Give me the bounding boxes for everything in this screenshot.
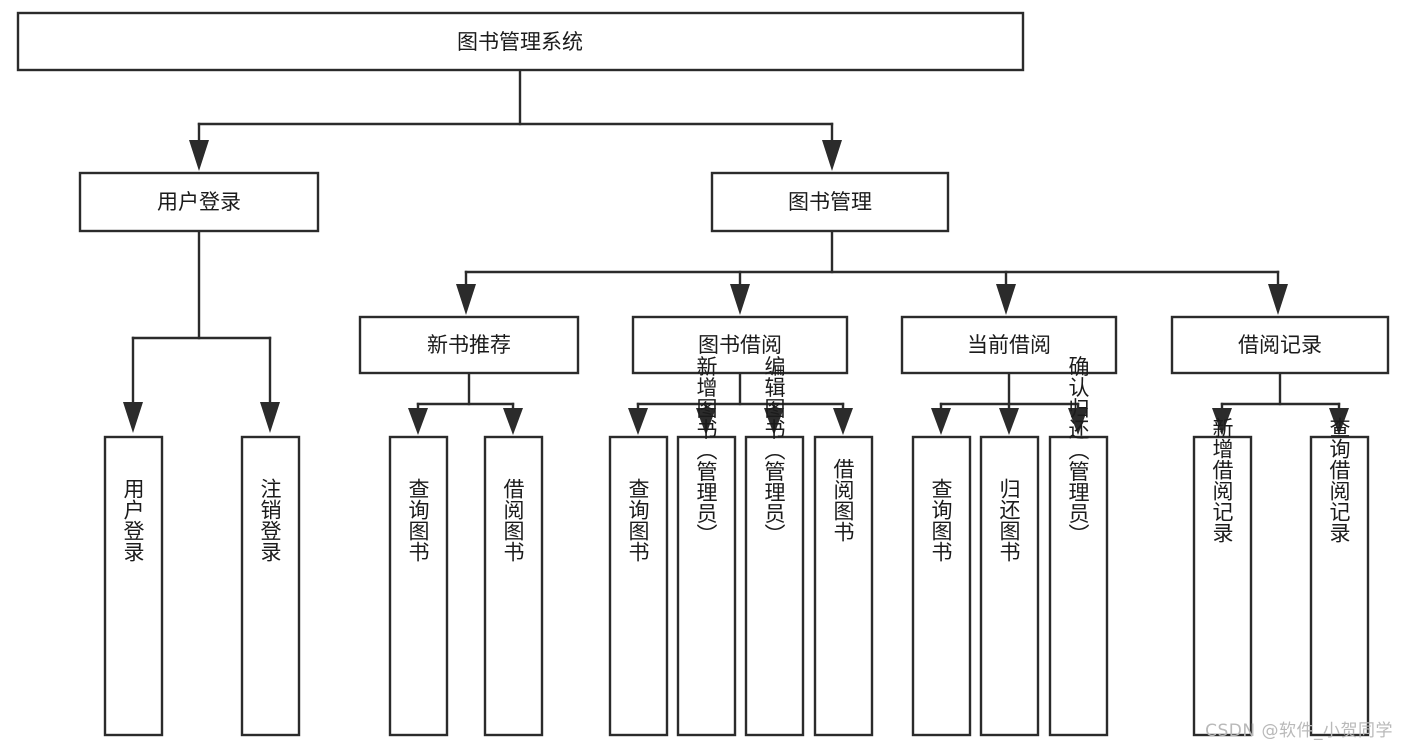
node-new-book-recommend[interactable]: 新书推荐: [358, 315, 580, 375]
arrow-head-icon: [931, 408, 951, 435]
connector-currentborrow-to-leaves: [931, 371, 1088, 435]
node-book-management[interactable]: 图书管理: [710, 171, 950, 233]
node-book-borrow-label: 图书借阅: [698, 333, 782, 357]
node-new-book-recommend-label: 新书推荐: [427, 333, 511, 357]
arrow-head-icon: [408, 408, 428, 435]
arrow-head-icon: [1068, 408, 1088, 435]
leaf-add-record[interactable]: 新增借阅记录: [1192, 417, 1253, 737]
node-borrow-record[interactable]: 借阅记录: [1170, 315, 1390, 375]
leaf-query-book-2[interactable]: 查询图书: [608, 435, 669, 737]
leaf-add-record-label: 新增借阅记录: [1210, 417, 1234, 543]
leaf-borrow-book-2[interactable]: 借阅图书: [813, 435, 874, 737]
arrow-head-icon: [1329, 408, 1349, 435]
arrow-head-icon: [996, 284, 1016, 315]
node-borrow-record-label: 借阅记录: [1238, 333, 1322, 357]
arrow-head-icon: [696, 408, 716, 435]
node-current-borrow[interactable]: 当前借阅: [900, 315, 1118, 375]
leaf-query-record-label: 查询借阅记录: [1327, 417, 1351, 543]
leaf-logout-login[interactable]: 注销登录: [240, 435, 301, 737]
leaf-query-record[interactable]: 查询借阅记录: [1309, 417, 1370, 737]
leaf-query-book-1-label: 查询图书: [406, 478, 430, 562]
connector-borrowrecord-to-leaves: [1212, 371, 1349, 435]
leaf-add-book[interactable]: 新增图书（管理员）: [676, 356, 737, 737]
node-root-system[interactable]: 图书管理系统: [16, 11, 1025, 72]
leaf-confirm-return-label: 确认归还（管理员）: [1066, 356, 1090, 545]
arrow-head-icon: [1212, 408, 1232, 435]
leaf-query-book-3-label: 查询图书: [929, 478, 953, 562]
leaf-confirm-return[interactable]: 确认归还（管理员）: [1048, 356, 1109, 737]
arrow-head-icon: [123, 402, 143, 433]
arrow-head-icon: [628, 408, 648, 435]
arrow-head-icon: [456, 284, 476, 315]
leaf-user-login[interactable]: 用户登录: [103, 435, 164, 737]
arrow-head-icon: [822, 140, 842, 171]
connector-root-to-level2: [189, 68, 842, 171]
arrow-head-icon: [999, 408, 1019, 435]
connector-userlogin-to-leaves: [123, 229, 280, 433]
node-user-login[interactable]: 用户登录: [78, 171, 320, 233]
leaf-add-book-label: 新增图书（管理员）: [694, 356, 718, 545]
arrow-head-icon: [260, 402, 280, 433]
node-book-borrow[interactable]: 图书借阅: [631, 315, 849, 375]
arrow-head-icon: [833, 408, 853, 435]
connector-bookmgmt-to-level3: [456, 229, 1288, 315]
leaf-query-book-3[interactable]: 查询图书: [911, 435, 972, 737]
leaf-edit-book[interactable]: 编辑图书（管理员）: [744, 356, 805, 737]
connector-newbook-to-leaves: [408, 371, 523, 435]
arrow-head-icon: [764, 408, 784, 435]
leaf-borrow-book-1-label: 借阅图书: [501, 478, 525, 562]
node-current-borrow-label: 当前借阅: [967, 333, 1051, 357]
arrow-head-icon: [1268, 284, 1288, 315]
leaf-query-book-1[interactable]: 查询图书: [388, 435, 449, 737]
leaf-borrow-book-2-label: 借阅图书: [831, 458, 855, 542]
node-user-login-label: 用户登录: [157, 190, 241, 214]
node-book-management-label: 图书管理: [788, 190, 872, 214]
connector-bookborrow-to-leaves: [628, 371, 853, 435]
leaf-edit-book-label: 编辑图书（管理员）: [762, 356, 786, 545]
arrow-head-icon: [503, 408, 523, 435]
leaf-query-book-2-label: 查询图书: [626, 478, 650, 562]
leaf-return-book[interactable]: 归还图书: [979, 435, 1040, 737]
arrow-head-icon: [730, 284, 750, 315]
leaf-user-login-label: 用户登录: [121, 478, 145, 562]
leaf-logout-login-label: 注销登录: [258, 478, 282, 562]
arrow-head-icon: [189, 140, 209, 171]
leaf-return-book-label: 归还图书: [997, 478, 1021, 562]
node-root-label: 图书管理系统: [457, 30, 583, 54]
leaf-borrow-book-1[interactable]: 借阅图书: [483, 435, 544, 737]
